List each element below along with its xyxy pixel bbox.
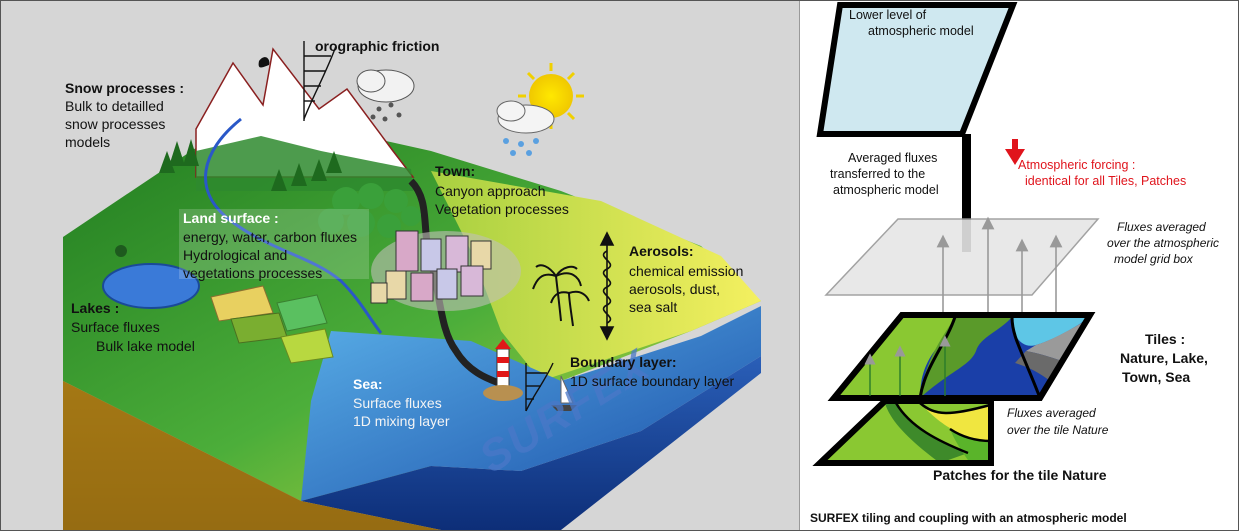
fluxes-grid-line-3: model grid box bbox=[1114, 252, 1193, 266]
lakes-line-1: Surface fluxes bbox=[71, 319, 160, 335]
tiles-plane bbox=[827, 312, 1096, 401]
averaged-fluxes-line-3: atmospheric model bbox=[833, 183, 939, 197]
snow-line-3: models bbox=[65, 134, 111, 150]
patches-label: Patches for the tile Nature bbox=[933, 467, 1107, 483]
top-plane-line-2: atmospheric model bbox=[868, 24, 974, 38]
sea-line-2: 1D mixing layer bbox=[353, 413, 450, 429]
forcing-line-1: Atmospheric forcing : bbox=[1018, 158, 1136, 172]
boundary-line-1: 1D surface boundary layer bbox=[570, 373, 735, 389]
forcing-arrow bbox=[1005, 139, 1025, 165]
town-line-1: Canyon approach bbox=[435, 183, 546, 199]
surfex-tiling-panel: Lower level of atmospheric model Average… bbox=[800, 1, 1238, 530]
bush bbox=[115, 245, 127, 257]
fluxes-grid-line-2: over the atmospheric bbox=[1107, 236, 1220, 250]
rain-cloud bbox=[496, 100, 555, 156]
palm-trees bbox=[532, 264, 590, 327]
snow-title: Snow processes : bbox=[65, 80, 185, 96]
land-line-2: Hydrological and bbox=[183, 247, 288, 263]
land-title: Land surface : bbox=[183, 210, 279, 226]
boundary-title: Boundary layer: bbox=[570, 354, 677, 370]
field-4 bbox=[280, 328, 334, 364]
averaged-fluxes-line-2: transferred to the bbox=[830, 167, 926, 181]
lake bbox=[102, 263, 200, 309]
caption: SURFEX tiling and coupling with an atmos… bbox=[810, 511, 1127, 525]
snow-line-2: snow processes bbox=[65, 116, 166, 132]
surfex-landscape-panel: SURFEX orographic friction Snow processe… bbox=[1, 1, 800, 530]
patches-plane bbox=[812, 398, 994, 466]
fluxes-tile-line-1: Fluxes averaged bbox=[1007, 406, 1096, 420]
river bbox=[204, 117, 383, 334]
tiles-title: Tiles : bbox=[1145, 331, 1186, 347]
tiling-diagram bbox=[812, 1, 1100, 466]
fluxes-grid-line-1: Fluxes averaged bbox=[1117, 220, 1206, 234]
lakes-title: Lakes : bbox=[71, 300, 120, 316]
town-line-2: Vegetation processes bbox=[435, 201, 569, 217]
snow-line-1: Bulk to detailled bbox=[65, 98, 164, 114]
snow-cloud bbox=[356, 69, 415, 122]
aerosols-arrow bbox=[599, 231, 615, 341]
town-buildings bbox=[370, 230, 492, 304]
landscape-illustration bbox=[63, 41, 761, 530]
tile-flux-arrows bbox=[864, 335, 951, 396]
soil-shadow bbox=[63, 381, 441, 530]
land-line-3: vegetations processes bbox=[183, 265, 323, 281]
orographic-friction-label: orographic friction bbox=[315, 38, 440, 54]
coupling-bar bbox=[962, 134, 971, 252]
aerosols-line-3: sea salt bbox=[629, 299, 678, 315]
field-3 bbox=[276, 294, 328, 332]
land-text-backdrop bbox=[179, 209, 369, 279]
grid-box-plane bbox=[824, 218, 1100, 296]
forest-trees bbox=[159, 139, 342, 191]
sailboat bbox=[551, 375, 577, 411]
lighthouse bbox=[483, 339, 523, 401]
field-2 bbox=[230, 312, 288, 344]
aerosols-title: Aerosols: bbox=[629, 243, 694, 259]
bird bbox=[258, 57, 270, 68]
sea-line-1: Surface fluxes bbox=[353, 395, 442, 411]
deciduous-trees bbox=[318, 183, 421, 238]
averaged-fluxes-line-1: Averaged fluxes bbox=[848, 151, 938, 165]
sea-title: Sea: bbox=[353, 376, 383, 392]
dry-land-region bbox=[431, 171, 761, 381]
mountain-forest bbox=[196, 136, 413, 191]
aerosols-line-2: aerosols, dust, bbox=[629, 281, 721, 297]
tiles-line-1: Nature, Lake, bbox=[1120, 350, 1208, 366]
fluxes-tile-line-2: over the tile Nature bbox=[1007, 423, 1109, 437]
lakes-line-2: Bulk lake model bbox=[96, 338, 195, 354]
orographic-profile bbox=[303, 41, 337, 121]
sea-surface bbox=[301, 306, 761, 501]
forcing-line-2: identical for all Tiles, Patches bbox=[1025, 174, 1187, 188]
town-title: Town: bbox=[435, 163, 476, 179]
field-1 bbox=[210, 285, 274, 322]
land-line-1: energy, water, carbon fluxes bbox=[183, 229, 358, 245]
top-plane-line-1: Lower level of bbox=[849, 8, 927, 22]
boundary-profile bbox=[525, 362, 554, 412]
sea-depth bbox=[301, 356, 761, 530]
tiles-line-2: Town, Sea bbox=[1122, 369, 1191, 385]
aerosols-line-1: chemical emission bbox=[629, 263, 744, 279]
